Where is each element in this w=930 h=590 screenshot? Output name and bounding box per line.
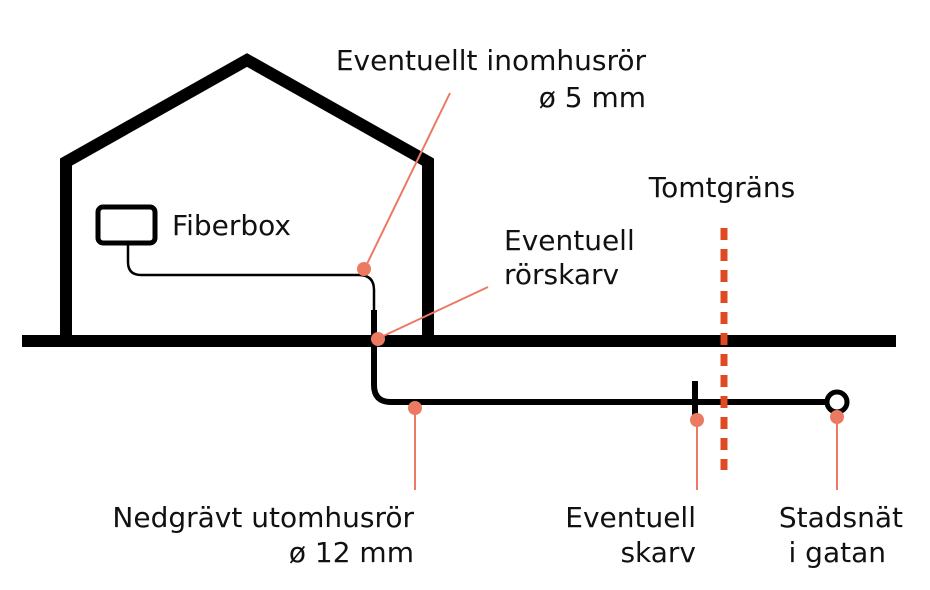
indoor-pipe-dot <box>357 262 371 276</box>
city-network-label-line1: Stadsnät <box>779 501 903 534</box>
outdoor-pipe-label-line2: ø 12 mm <box>289 536 414 569</box>
pipe-joint-leader <box>378 286 489 339</box>
indoor-cable <box>126 244 376 312</box>
outdoor-pipe-dot <box>408 401 422 415</box>
property-boundary-label: Tomtgräns <box>648 171 796 204</box>
indoor-pipe-leader <box>364 92 451 269</box>
pipe-joint-label-line1: Eventuell <box>504 224 635 257</box>
city-network-endpoint-icon <box>824 389 850 415</box>
city-network-label-line2: i gatan <box>789 536 887 569</box>
city-network-dot <box>830 410 844 424</box>
fiberbox-label: Fiberbox <box>172 209 291 242</box>
splice-dot <box>690 413 704 427</box>
splice-label-line2: skarv <box>620 536 696 569</box>
fiberbox-icon <box>95 204 158 246</box>
outdoor-pipe-label-line1: Nedgrävt utomhusrör <box>112 501 414 534</box>
splice-label-line1: Eventuell <box>565 501 696 534</box>
outdoor-pipe <box>371 310 829 405</box>
pipe-joint-dot <box>371 332 385 346</box>
indoor-pipe-label-line2: ø 5 mm <box>539 81 646 114</box>
indoor-pipe-label-line1: Eventuellt inomhusrör <box>336 44 647 77</box>
pipe-joint-label-line2: rörskarv <box>504 258 619 291</box>
house-outline <box>60 53 434 339</box>
